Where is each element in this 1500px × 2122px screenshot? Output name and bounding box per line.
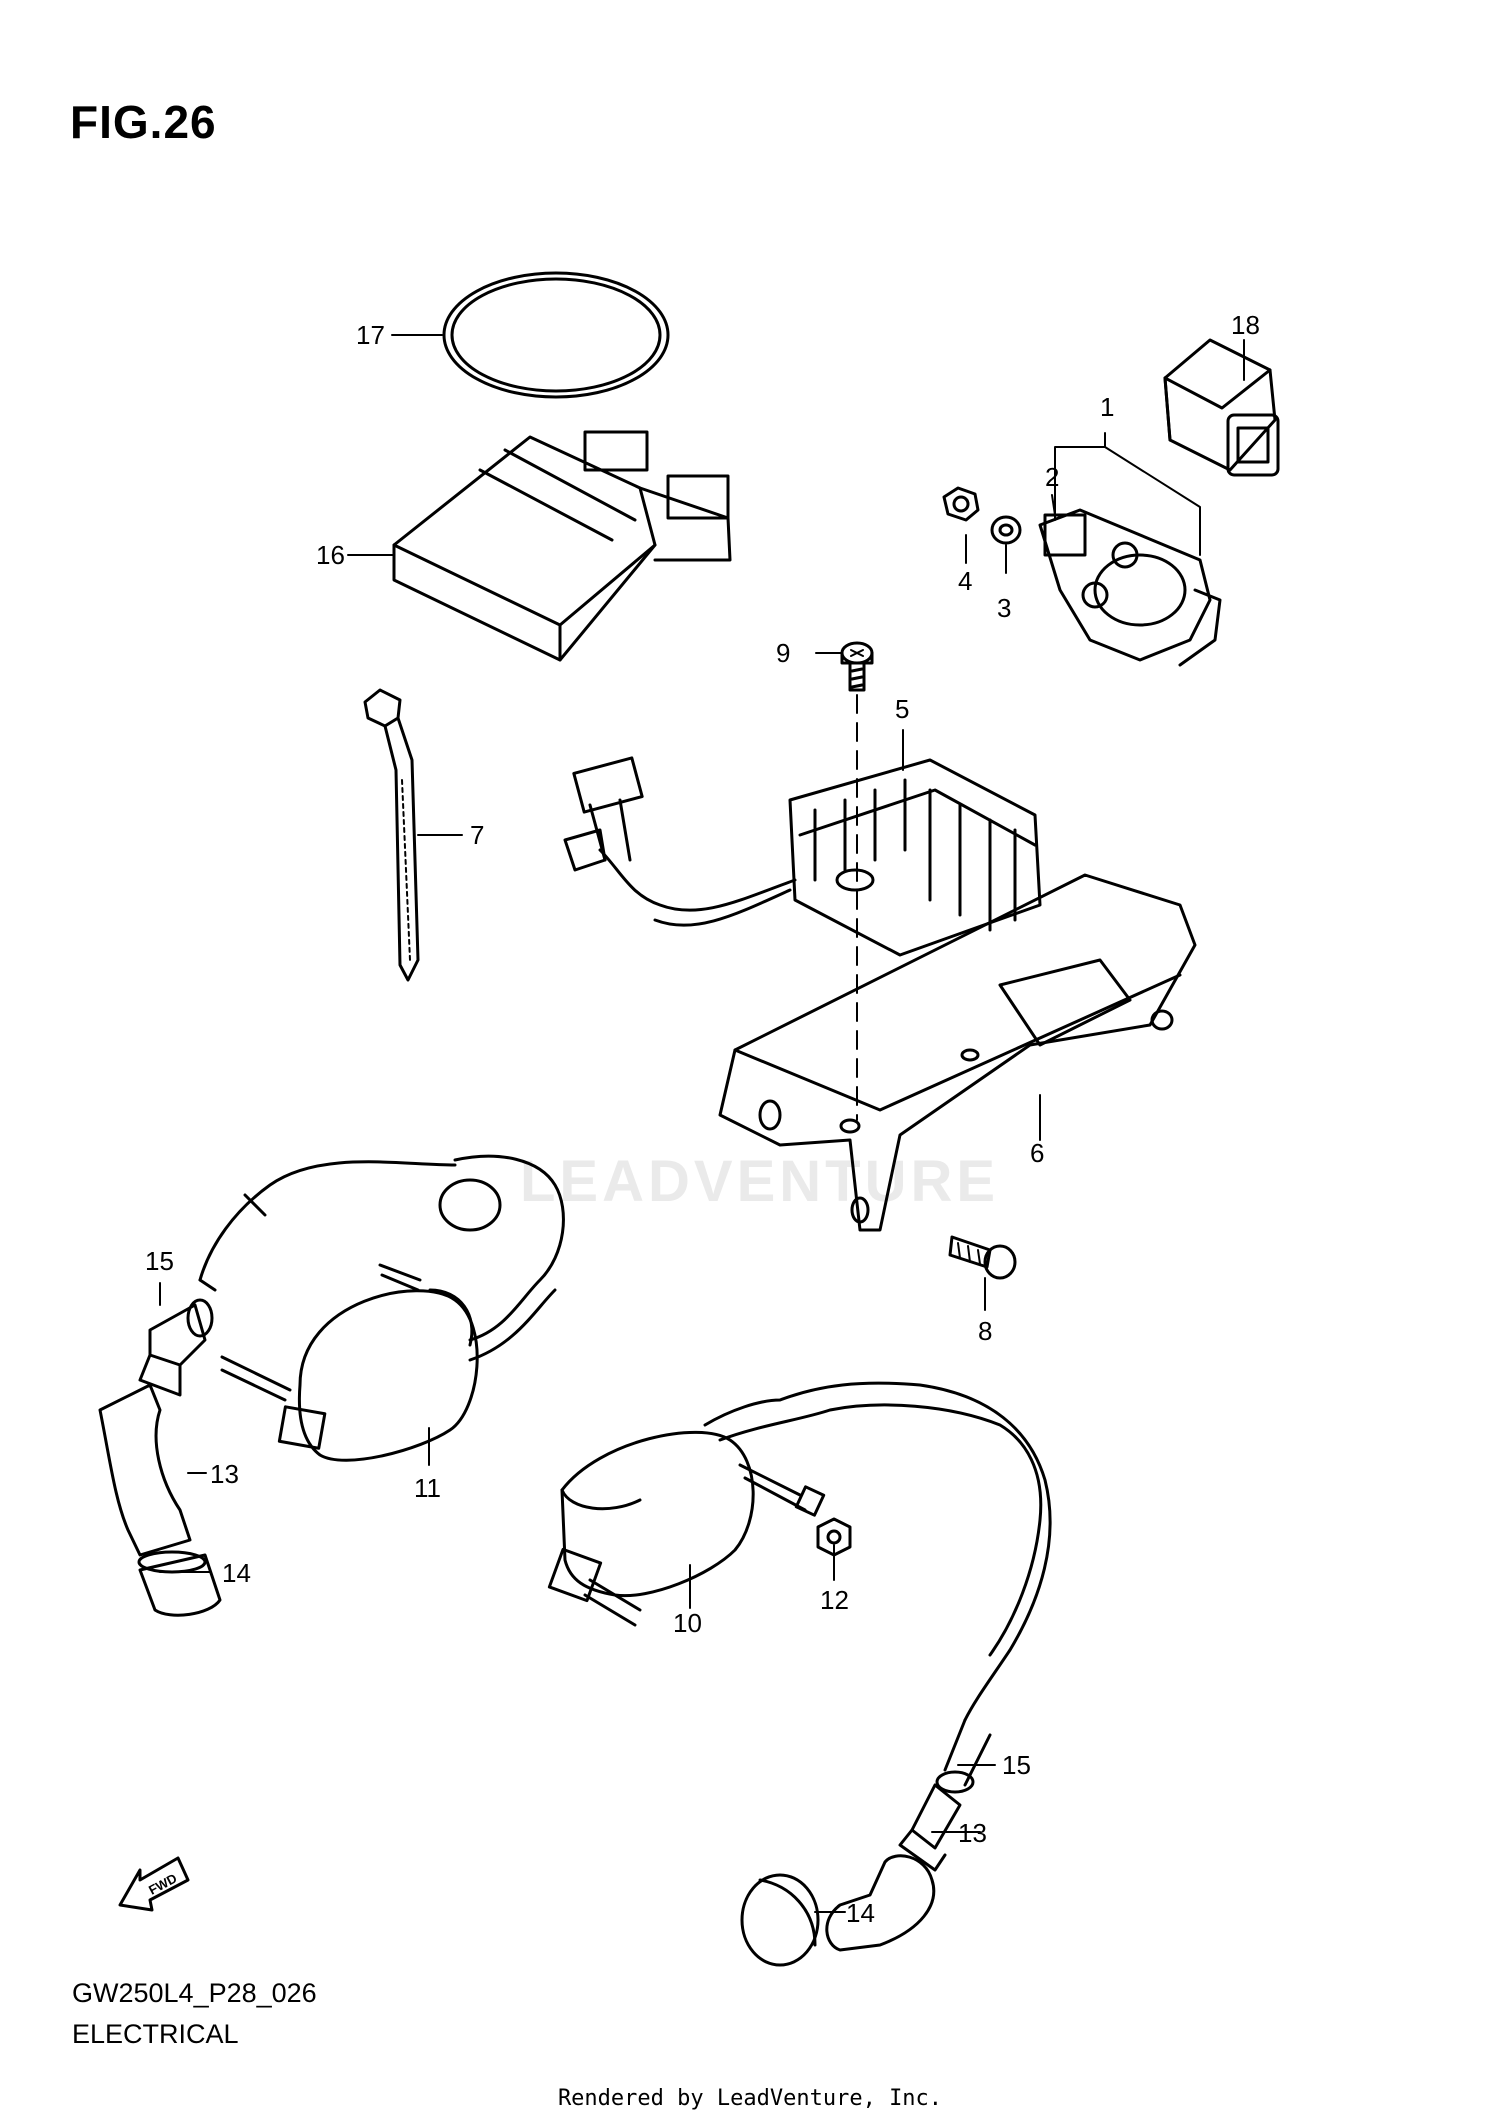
callout-11: 11	[414, 1473, 441, 1503]
part-4-nut	[942, 486, 980, 522]
part-16-ecm	[392, 430, 732, 662]
callout-15-right: 15	[1002, 1750, 1031, 1780]
callout-9: 9	[776, 638, 790, 668]
callout-8: 8	[978, 1316, 992, 1346]
callout-7: 7	[470, 820, 484, 850]
part-13-tube-right	[825, 1854, 936, 1952]
callout-10: 10	[673, 1608, 702, 1638]
part-3-washer	[990, 515, 1022, 545]
callout-14-right: 14	[846, 1898, 875, 1928]
part-13-tube-left	[98, 1383, 192, 1557]
callout-2: 2	[1045, 462, 1059, 492]
part-8-bolt	[948, 1235, 1017, 1280]
part-14-cap-right	[740, 1873, 820, 1967]
callout-1: 1	[1100, 392, 1114, 422]
part-11-ignition-coil	[198, 1154, 565, 1462]
part-12-nut	[816, 1517, 852, 1557]
fwd-arrow-icon	[118, 1856, 190, 1912]
diagram-code: GW250L4_P28_026	[72, 1978, 317, 2008]
callout-15-left: 15	[145, 1246, 174, 1276]
part-17-gasket	[442, 271, 670, 399]
callout-16: 16	[316, 540, 345, 570]
callout-12: 12	[820, 1585, 849, 1615]
watermark: LEADVENTURE	[520, 1149, 1000, 1214]
rendered-by-footer: Rendered by LeadVenture, Inc.	[557, 2086, 943, 2111]
section-name: ELECTRICAL	[72, 2019, 239, 2049]
callout-3: 3	[997, 593, 1011, 623]
callout-17: 17	[356, 320, 385, 350]
part-7-cable-tie	[363, 688, 420, 982]
part-14-cap-left	[137, 1550, 222, 1617]
callout-4: 4	[958, 566, 972, 596]
figure-title: FIG.26	[70, 96, 217, 148]
part-18-connector	[1163, 338, 1280, 477]
callout-13-left: 13	[210, 1459, 239, 1489]
part-15-grommet-left	[138, 1298, 214, 1397]
callout-5: 5	[895, 694, 909, 724]
callout-14-left: 14	[222, 1558, 251, 1588]
callout-6: 6	[1030, 1138, 1044, 1168]
leader-lines	[159, 334, 1245, 1913]
part-5-regulator	[563, 756, 1042, 957]
callout-18: 18	[1231, 310, 1260, 340]
callout-13-right: 13	[958, 1818, 987, 1848]
part-15-grommet-right	[898, 1770, 975, 1872]
part-10-ignition-coil	[547, 1381, 1052, 1787]
part-6-bracket	[718, 873, 1197, 1232]
part-9-screw	[840, 641, 874, 692]
part-2-relay	[1038, 508, 1222, 667]
